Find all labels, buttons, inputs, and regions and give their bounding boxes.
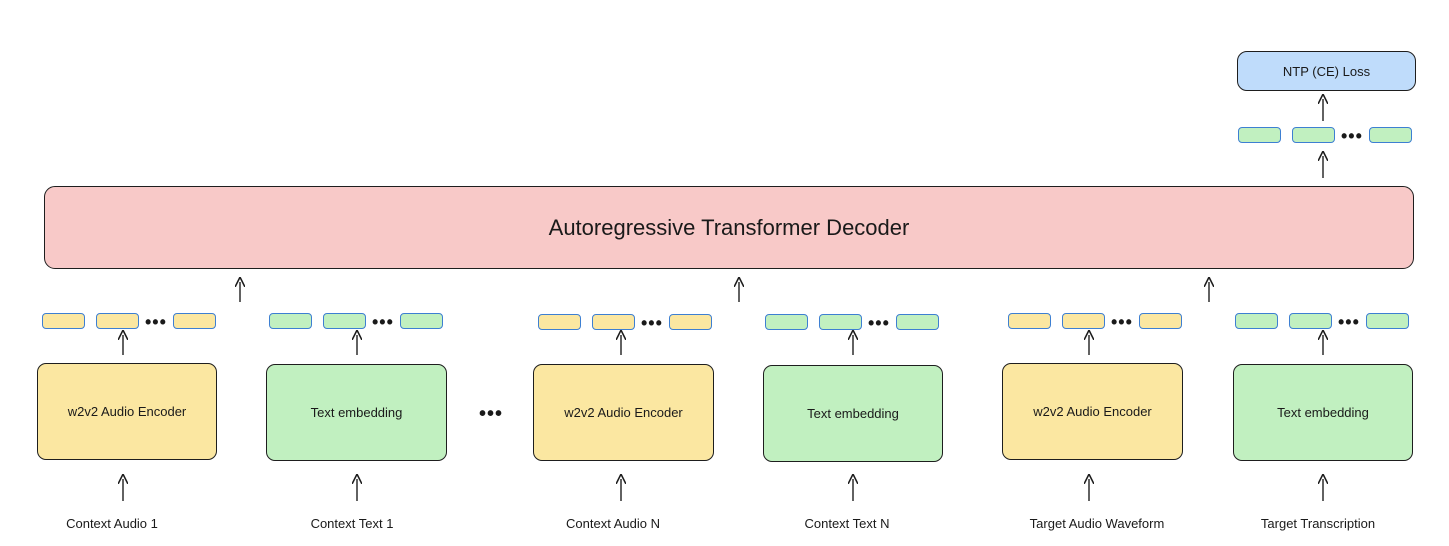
text-embedding-block-1: Text embedding [266, 364, 447, 461]
target-text-ellipsis: ••• [1338, 312, 1360, 332]
audio-encoder-label-3: w2v2 Audio Encoder [1033, 404, 1152, 419]
input-label-target-transcription: Target Transcription [1260, 516, 1376, 531]
context-text-n-token-1 [765, 314, 808, 330]
input-label-context-text-n: Context Text N [804, 516, 890, 531]
ntp-loss-label: NTP (CE) Loss [1282, 63, 1371, 79]
columns-ellipsis: ••• [479, 403, 504, 425]
output-token-2 [1292, 127, 1335, 143]
ntp-loss-box: NTP (CE) Loss [1237, 51, 1416, 91]
audio-encoder-block-3: w2v2 Audio Encoder [1002, 363, 1183, 460]
output-token-1 [1238, 127, 1281, 143]
context-audio-n-ellipsis: ••• [641, 313, 663, 333]
target-audio-ellipsis: ••• [1111, 312, 1133, 332]
text-embedding-label-2: Text embedding [807, 406, 899, 421]
target-audio-token-n [1139, 313, 1182, 329]
decoder-title: Autoregressive Transformer Decoder [548, 214, 910, 240]
context-text-n-token-n [896, 314, 939, 330]
text-embedding-block-3: Text embedding [1233, 364, 1413, 461]
context-text-1-token-1 [269, 313, 312, 329]
input-label-context-audio-1: Context Audio 1 [66, 516, 158, 531]
audio-encoder-block-1: w2v2 Audio Encoder [37, 363, 217, 460]
input-label-target-audio: Target Audio Waveform [1029, 516, 1165, 531]
target-text-token-n [1366, 313, 1409, 329]
context-text-n-token-2 [819, 314, 862, 330]
input-label-context-audio-n: Context Audio N [566, 516, 660, 531]
context-text-1-token-2 [323, 313, 366, 329]
context-audio-1-token-n [173, 313, 216, 329]
context-text-n-ellipsis: ••• [868, 313, 890, 333]
target-audio-token-1 [1008, 313, 1051, 329]
autoregressive-decoder-block: Autoregressive Transformer Decoder [44, 186, 1414, 269]
output-token-n [1369, 127, 1412, 143]
context-audio-n-token-n [669, 314, 712, 330]
text-embedding-label-1: Text embedding [310, 405, 403, 420]
text-embedding-label-3: Text embedding [1277, 405, 1369, 420]
audio-encoder-block-2: w2v2 Audio Encoder [533, 364, 714, 461]
target-text-token-2 [1289, 313, 1332, 329]
context-audio-1-token-2 [96, 313, 139, 329]
context-audio-1-ellipsis: ••• [145, 312, 167, 332]
context-text-1-token-n [400, 313, 443, 329]
context-audio-n-token-2 [592, 314, 635, 330]
audio-encoder-label-2: w2v2 Audio Encoder [564, 405, 683, 420]
audio-encoder-label-1: w2v2 Audio Encoder [67, 404, 187, 419]
target-audio-token-2 [1062, 313, 1105, 329]
context-audio-1-token-1 [42, 313, 85, 329]
target-text-token-1 [1235, 313, 1278, 329]
context-text-1-ellipsis: ••• [372, 312, 394, 332]
output-ellipsis: ••• [1341, 126, 1363, 146]
context-audio-n-token-1 [538, 314, 581, 330]
input-label-context-text-1: Context Text 1 [310, 516, 394, 531]
text-embedding-block-2: Text embedding [763, 365, 943, 462]
